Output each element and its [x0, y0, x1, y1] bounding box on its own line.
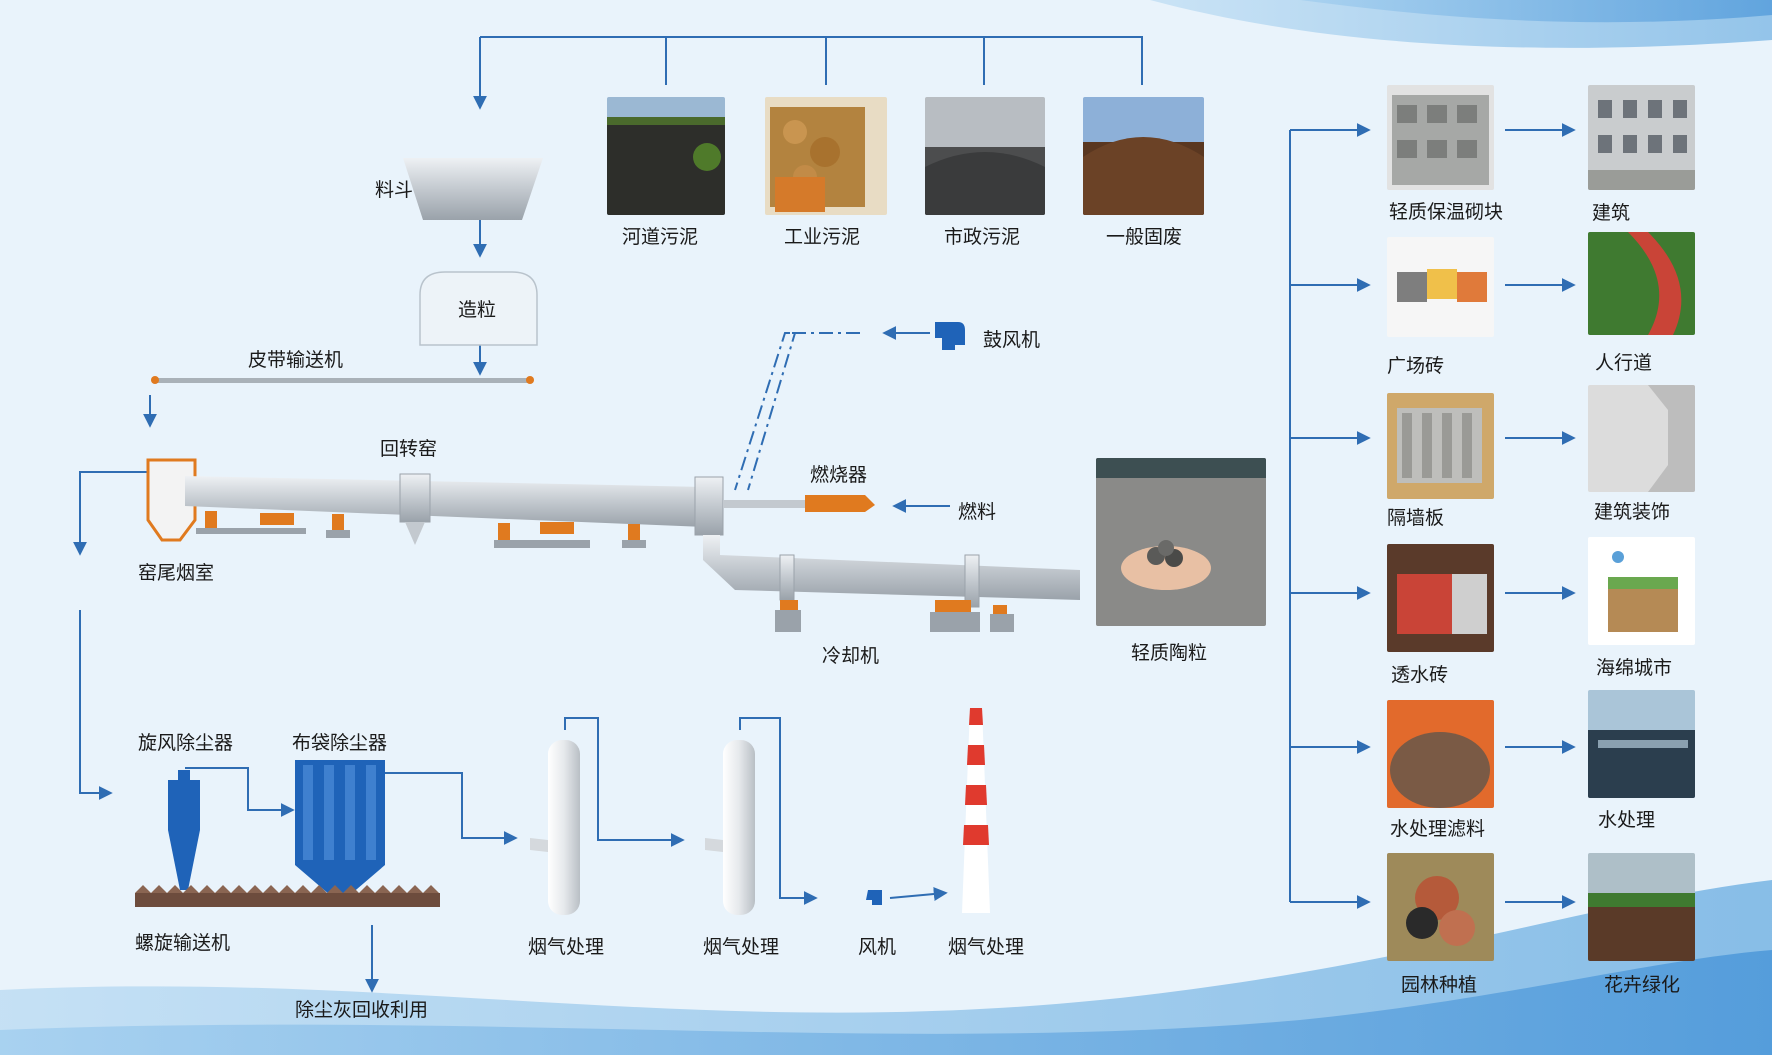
permeable-brick-photo: [1387, 544, 1494, 652]
sidewalk-photo: [1588, 232, 1695, 335]
flue-gas-label-3: 烟气处理: [948, 936, 1025, 958]
blower-label: 鼓风机: [983, 329, 1041, 351]
ceramsite-photo: [1096, 458, 1266, 626]
dust-recycling-label: 除尘灰回收利用: [295, 999, 429, 1021]
water-treatment-photo: [1588, 690, 1695, 798]
flower-greening-photo: [1588, 853, 1695, 961]
application-label-greening: 花卉绿化: [1604, 974, 1681, 996]
product-label-block: 轻质保温砌块: [1389, 201, 1504, 223]
product-label-landscape: 园林种植: [1401, 974, 1478, 996]
burner-label: 燃烧器: [810, 464, 868, 486]
building-photo: [1588, 85, 1695, 190]
application-label-sponge-city: 海绵城市: [1596, 657, 1673, 679]
source-label-solid-waste: 一般固废: [1106, 226, 1183, 248]
hopper-shape: [403, 158, 543, 220]
application-label-sidewalk: 人行道: [1595, 352, 1653, 374]
river-sludge-photo: [607, 97, 725, 215]
screw-conveyor-label: 螺旋输送机: [135, 932, 231, 954]
filter-media-photo: [1387, 700, 1494, 808]
rotary-kiln-label: 回转窑: [380, 438, 438, 460]
product-label-paving: 广场砖: [1387, 355, 1445, 377]
product-label-filter: 水处理滤料: [1390, 818, 1486, 840]
fuel-label: 燃料: [958, 501, 997, 523]
kiln-tail-label: 窑尾烟室: [138, 562, 215, 584]
paving-brick-photo: [1387, 237, 1494, 337]
source-label-industrial: 工业污泥: [784, 226, 861, 248]
belt-conveyor-label: 皮带输送机: [248, 349, 344, 371]
flue-gas-label-1: 烟气处理: [528, 936, 605, 958]
partition-panel-photo: [1387, 393, 1494, 499]
product-label-partition: 隔墙板: [1387, 507, 1445, 529]
municipal-sludge-photo: [925, 97, 1045, 215]
industrial-sludge-photo: [765, 97, 887, 215]
baghouse-label: 布袋除尘器: [292, 732, 388, 754]
application-label-building: 建筑: [1592, 202, 1631, 224]
source-label-river: 河道污泥: [622, 226, 699, 248]
application-label-decoration: 建筑装饰: [1594, 501, 1671, 523]
ceramsite-label: 轻质陶粒: [1131, 642, 1208, 664]
application-label-water: 水处理: [1598, 809, 1656, 831]
product-label-permeable: 透水砖: [1391, 664, 1449, 686]
flue-gas-label-2: 烟气处理: [703, 936, 780, 958]
building-decoration-photo: [1588, 385, 1695, 492]
landscape-planting-photo: [1387, 853, 1494, 961]
sponge-city-photo: [1588, 537, 1695, 645]
general-solid-waste-photo: [1083, 97, 1204, 215]
fan-label: 风机: [858, 936, 897, 958]
cyclone-label: 旋风除尘器: [138, 732, 234, 754]
block-photo: [1387, 85, 1494, 190]
cooler-label: 冷却机: [822, 645, 880, 667]
hopper-label: 料斗: [375, 179, 414, 201]
granulation-label: 造粒: [458, 299, 497, 321]
source-label-municipal: 市政污泥: [944, 226, 1021, 248]
